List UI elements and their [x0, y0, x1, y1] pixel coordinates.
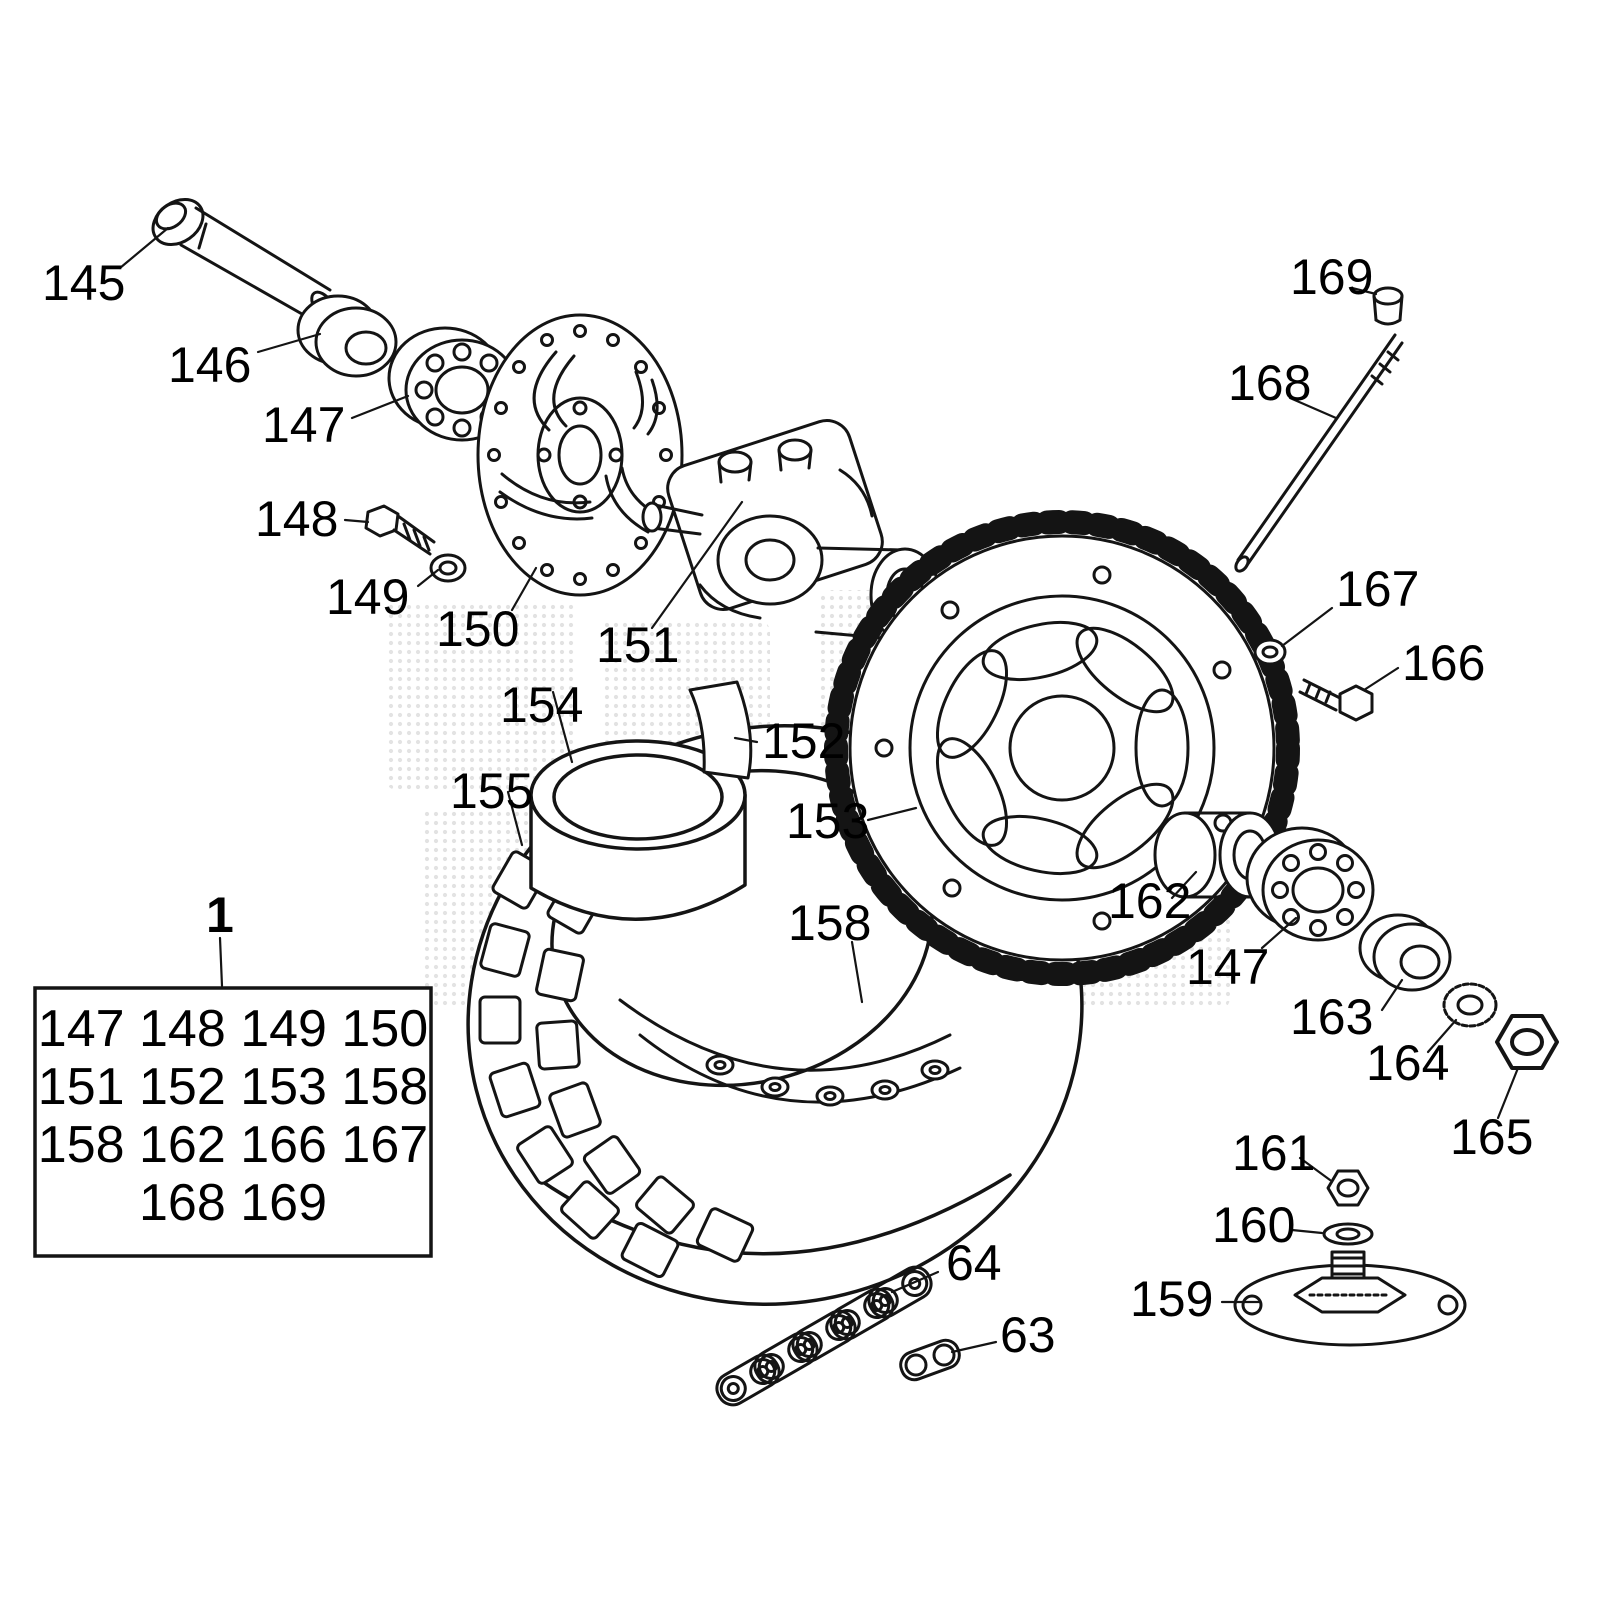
brake-disc: [476, 313, 684, 597]
parts-list-line-4: 168 169: [139, 1174, 327, 1232]
leader-lines: [118, 226, 1520, 1354]
flange-159: [1233, 1250, 1467, 1347]
spoke-168: [1234, 333, 1404, 573]
nut-165: [1495, 1014, 1559, 1070]
callout-167: 167: [1336, 561, 1419, 617]
callout-151: 151: [596, 617, 679, 673]
bushing-163: [1358, 913, 1452, 992]
nut-161: [1326, 1169, 1370, 1207]
bearing-147-right: [1245, 826, 1375, 942]
callout-160: 160: [1212, 1197, 1295, 1253]
callout-159: 159: [1130, 1271, 1213, 1327]
callout-155: 155: [450, 763, 533, 819]
callout-158: 158: [788, 895, 871, 951]
callout-166: 166: [1402, 635, 1485, 691]
washer-149: [429, 553, 467, 583]
callout-148: 148: [255, 491, 338, 547]
callout-1: 1: [206, 887, 234, 943]
callout-164: 164: [1366, 1035, 1449, 1091]
sprocket: [824, 510, 1300, 986]
callout-169: 169: [1290, 249, 1373, 305]
callout-149: 149: [326, 569, 409, 625]
callout-152: 152: [762, 713, 845, 769]
callout-154: 154: [500, 677, 583, 733]
callout-63: 63: [1000, 1307, 1056, 1363]
callout-146: 146: [168, 337, 251, 393]
washer-167: [1253, 638, 1287, 666]
rim-flap: [688, 680, 753, 780]
bolt-166: [1298, 678, 1374, 722]
rim-band: [618, 998, 962, 1107]
parts-list-line-3: 158 162 166 167: [38, 1116, 428, 1174]
callout-145: 145: [42, 255, 125, 311]
callout-161: 161: [1232, 1125, 1315, 1181]
callout-labels: 145 146 147 148 149 150 151 154 152 155 …: [42, 249, 1533, 1363]
bushing-146: [296, 294, 398, 378]
master-link: [899, 1338, 961, 1382]
washer-160: [1322, 1222, 1374, 1246]
parts-list-box: 147 148 149 150 151 152 153 158 158 162 …: [33, 986, 433, 1258]
callout-165: 165: [1450, 1109, 1533, 1165]
callout-147-right: 147: [1186, 939, 1269, 995]
washer-164: [1442, 982, 1498, 1028]
parts-list-line-2: 151 152 153 158: [38, 1058, 428, 1116]
callout-147-left: 147: [262, 397, 345, 453]
bolt-148: [364, 504, 436, 556]
parts-list-border: [33, 986, 433, 1258]
callout-150: 150: [436, 601, 519, 657]
callout-64: 64: [946, 1235, 1002, 1291]
spoke-nipple-169: [1372, 286, 1404, 326]
callout-163: 163: [1290, 989, 1373, 1045]
rim-drum: [529, 739, 747, 921]
callout-168: 168: [1228, 355, 1311, 411]
callout-162: 162: [1108, 873, 1191, 929]
parts-list-line-1: 147 148 149 150: [38, 1000, 428, 1058]
callout-153: 153: [786, 793, 869, 849]
